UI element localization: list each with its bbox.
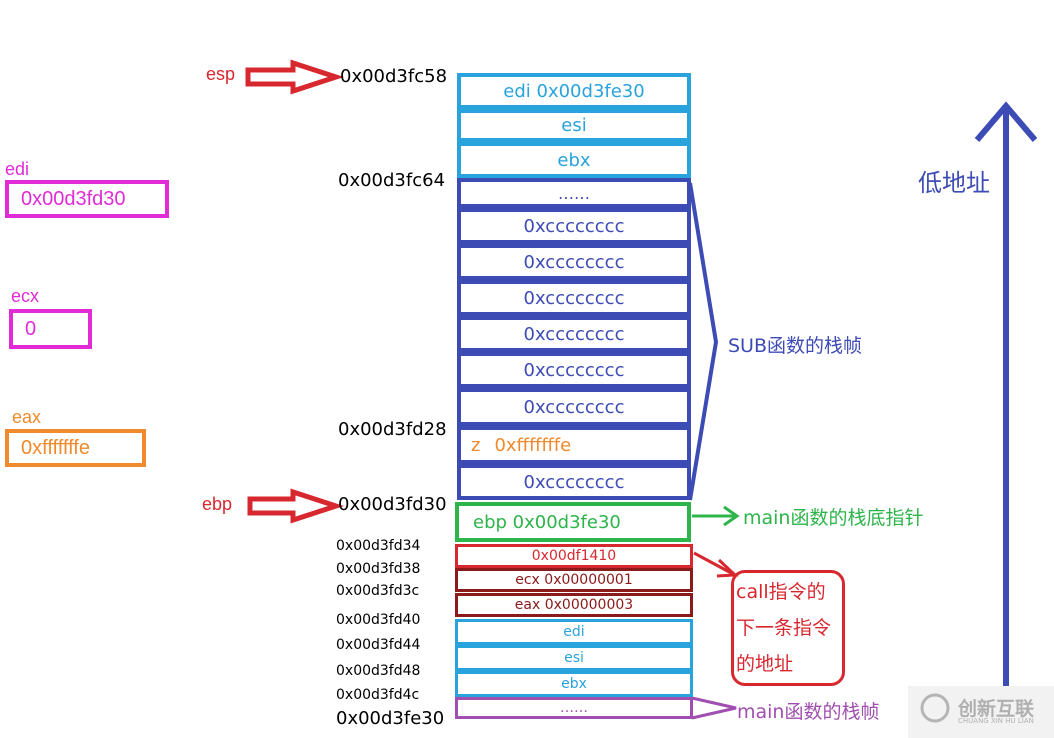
ebp-arrow	[247, 488, 345, 524]
address-label: 0x00d3fe30	[336, 708, 445, 729]
stack-cell-saved-ebp: ebp 0x00d3fe30	[455, 502, 691, 542]
low-address-label: 低地址	[918, 169, 990, 197]
ebp-label: ebp	[202, 494, 233, 514]
address-label: 0x00d3fd3c	[336, 583, 420, 599]
main-bp-arrow-head	[723, 505, 740, 527]
stack-cell-ellipsis: ……	[457, 178, 691, 208]
stack-cell-main-ebx: ebx	[455, 671, 693, 697]
address-label: 0x00d3fd4c	[336, 687, 420, 703]
address-label: 0x00d3fd28	[338, 419, 447, 440]
stack-cell-edi: edi 0x00d3fe30	[457, 73, 691, 109]
stack-cell-esi: esi	[457, 109, 691, 142]
stack-cell-cc: 0xcccccccc	[457, 388, 691, 426]
address-label: 0x00d3fd40	[336, 612, 421, 628]
call-next-address-line-2: 下一条指令	[736, 617, 832, 639]
low-address-arrow-head	[974, 101, 1038, 142]
watermark-subtext: CHUANG XIN HU LIAN	[958, 717, 1034, 725]
esp-label: esp	[206, 64, 236, 84]
stack-cell-cc: 0xcccccccc	[457, 464, 691, 500]
address-label: 0x00d3fd30	[338, 494, 447, 515]
z-variable-value: 0xfffffffe	[494, 434, 572, 456]
stack-cell-ebx: ebx	[457, 142, 691, 178]
stack-cell-z: z 0xfffffffe	[457, 426, 691, 464]
stack-cell-eax-arg: eax 0x00000003	[455, 593, 693, 617]
ecx-register-box: 0	[9, 309, 92, 349]
address-label: 0x00d3fc58	[340, 66, 448, 87]
call-next-address-line-3: 的地址	[736, 653, 794, 675]
edi-register-box: 0x00d3fd30	[5, 180, 169, 218]
stack-cell-cc: 0xcccccccc	[457, 352, 691, 388]
address-label: 0x00d3fd48	[336, 663, 421, 679]
stack-cell-main-esi: esi	[455, 645, 693, 671]
watermark-logo-icon	[920, 693, 950, 723]
stack-cell-cc: 0xcccccccc	[457, 280, 691, 316]
esp-arrow	[245, 59, 345, 95]
main-frame-label: main函数的栈帧	[737, 701, 880, 723]
stack-cell-main-edi: edi	[455, 619, 693, 645]
stack-cell-cc: 0xcccccccc	[457, 208, 691, 244]
sub-frame-label: SUB函数的栈帧	[728, 335, 863, 357]
eax-register-label: eax	[12, 407, 42, 427]
main-base-pointer-label: main函数的栈底指针	[743, 507, 924, 529]
stack-cell-ecx-arg: ecx 0x00000001	[455, 568, 693, 592]
main-frame-bracket	[691, 696, 737, 720]
call-next-address-line-1: call指令的	[736, 581, 826, 603]
call-arrow-line	[693, 551, 734, 576]
address-label: 0x00d3fd44	[336, 637, 421, 653]
call-next-address-box	[731, 570, 845, 686]
stack-cell-return-address: 0x00df1410	[455, 544, 693, 568]
address-label: 0x00d3fd38	[336, 561, 421, 577]
stack-cell-cc: 0xcccccccc	[457, 316, 691, 352]
stack-cell-main-ellipsis: ……	[455, 697, 693, 719]
eax-register-box: 0xfffffffe	[5, 429, 146, 467]
stack-cell-cc: 0xcccccccc	[457, 244, 691, 280]
address-label: 0x00d3fd34	[336, 538, 421, 554]
watermark-text: 创新互联	[958, 698, 1035, 720]
z-variable-name: z	[471, 434, 481, 456]
sub-frame-bracket	[688, 182, 719, 501]
ecx-register-label: ecx	[11, 286, 40, 306]
edi-register-label: edi	[5, 159, 30, 179]
address-label: 0x00d3fc64	[338, 170, 446, 191]
